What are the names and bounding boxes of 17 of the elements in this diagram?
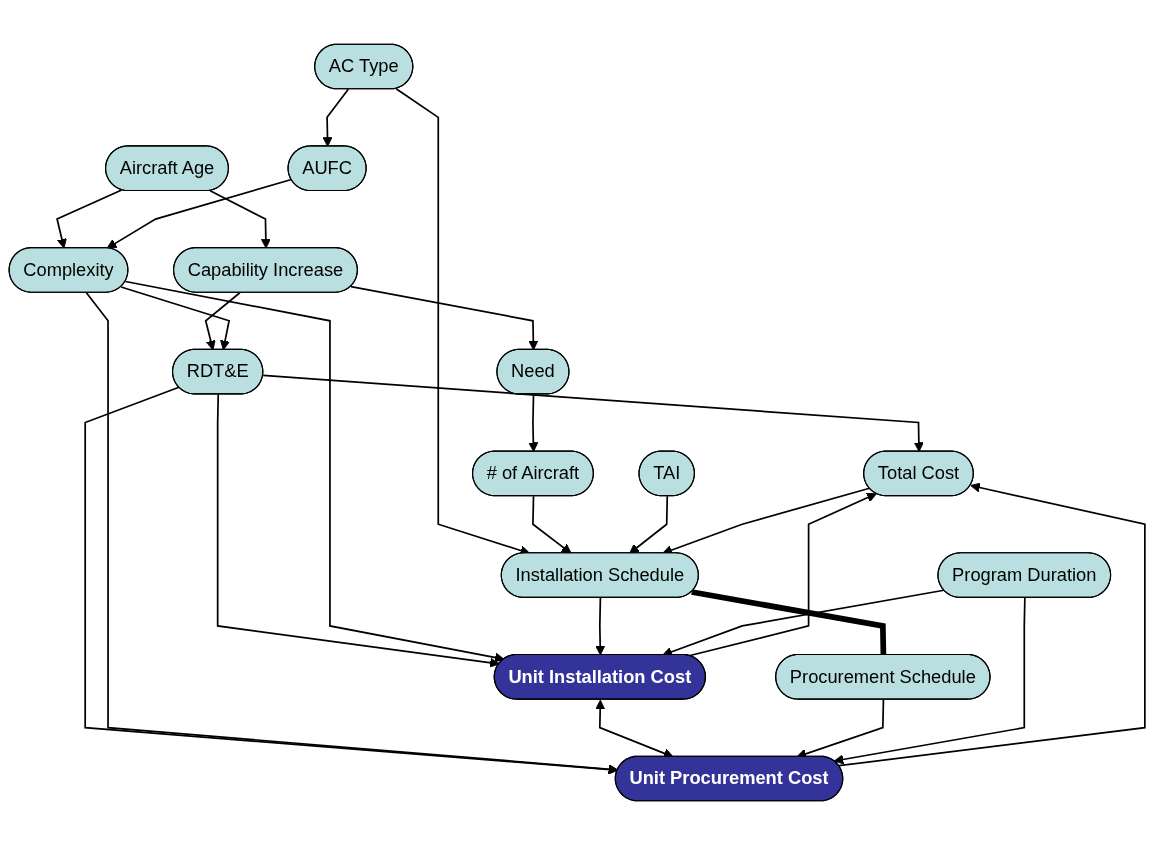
arrow bbox=[209, 189, 271, 249]
arrow bbox=[350, 285, 539, 351]
arrow bbox=[528, 393, 539, 453]
arrow bbox=[833, 597, 1026, 765]
arrow bbox=[322, 88, 350, 147]
arrow bbox=[216, 393, 500, 668]
arrow bbox=[56, 189, 123, 249]
arrow bbox=[120, 286, 231, 351]
arrow bbox=[124, 280, 505, 663]
arrow bbox=[629, 495, 669, 554]
arrow bbox=[532, 495, 572, 554]
arrow bbox=[204, 291, 241, 351]
arrow bbox=[595, 597, 606, 656]
arrow bbox=[106, 178, 293, 249]
arrow bbox=[262, 374, 924, 453]
arrow bbox=[838, 482, 1146, 767]
connector bbox=[691, 589, 887, 656]
